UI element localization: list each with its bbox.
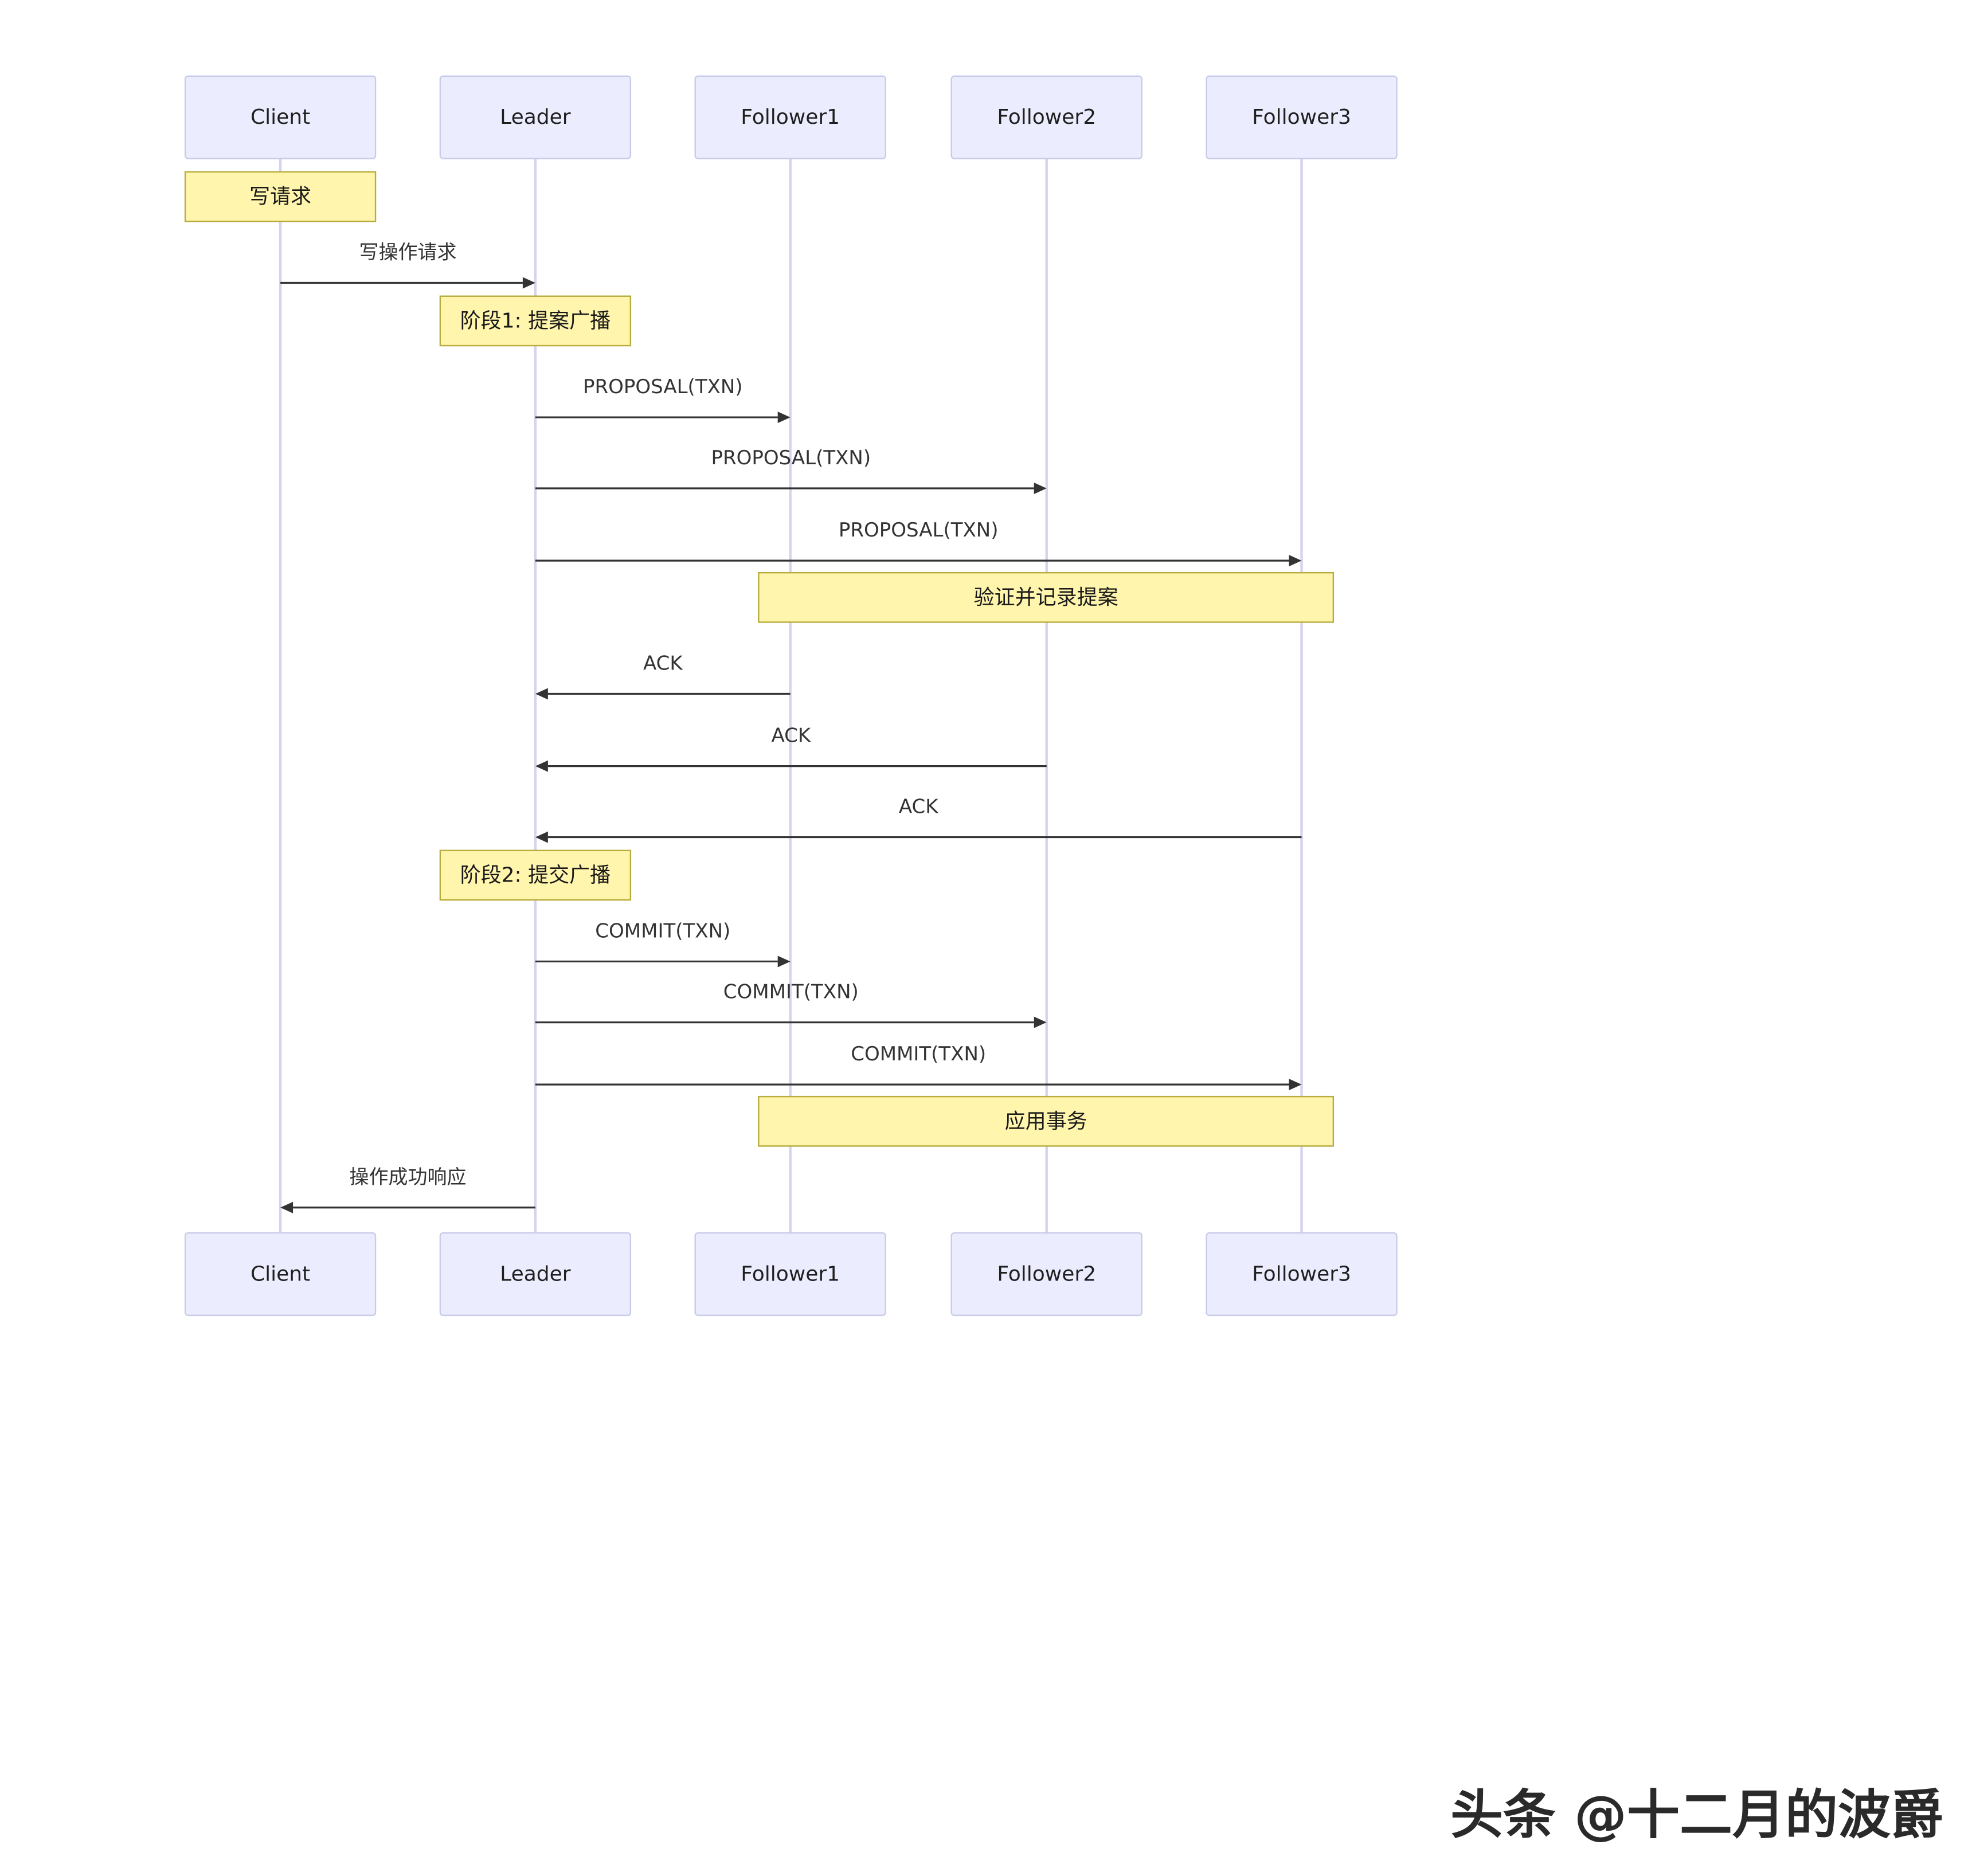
message: PROPOSAL(TXN) (535, 447, 1047, 495)
actor-label: Leader (500, 105, 571, 129)
arrow-head (777, 412, 791, 424)
actor-follower3-top: Follower3 (1206, 75, 1398, 159)
actor-follower1-top: Follower1 (694, 75, 886, 159)
actor-label: Follower3 (1252, 105, 1351, 129)
arrow-head (535, 831, 548, 843)
arrow-head (1034, 1016, 1047, 1028)
message-label: 写操作请求 (359, 241, 456, 264)
arrow-head (1034, 483, 1047, 495)
actor-label: Client (251, 105, 310, 129)
watermark: 头条 @十二月的波爵 (1450, 1784, 1943, 1846)
actor-label: Follower1 (741, 105, 840, 129)
arrow-head (535, 760, 548, 772)
actor-follower2-bottom: Follower2 (950, 1232, 1142, 1317)
message-label: COMMIT(TXN) (851, 1043, 986, 1066)
message: PROPOSAL(TXN) (535, 375, 791, 424)
message-label: PROPOSAL(TXN) (839, 519, 999, 542)
message: ACK (535, 724, 1047, 772)
note-label: 应用事务 (1005, 1110, 1087, 1133)
note-box (439, 849, 632, 901)
message: PROPOSAL(TXN) (535, 519, 1302, 567)
message-label: PROPOSAL(TXN) (583, 375, 743, 398)
note-label: 写请求 (249, 185, 311, 209)
arrow-head (280, 1201, 294, 1213)
actor-label: Follower1 (741, 1262, 840, 1286)
note: 阶段1: 提案广播 (439, 295, 632, 347)
arrow-head (522, 277, 535, 289)
note: 阶段2: 提交广播 (439, 849, 632, 901)
note: 应用事务 (758, 1095, 1335, 1147)
actor-follower1-bottom: Follower1 (694, 1232, 886, 1317)
message: ACK (535, 652, 791, 700)
actor-label: Follower2 (997, 1262, 1096, 1286)
actor-box (694, 1232, 886, 1317)
message: COMMIT(TXN) (535, 1043, 1302, 1091)
actor-box (1206, 75, 1398, 159)
actor-client-top: Client (184, 75, 377, 159)
note-label: 阶段2: 提交广播 (460, 863, 611, 887)
note-label: 验证并记录提案 (974, 586, 1118, 609)
message: COMMIT(TXN) (535, 919, 791, 968)
note-box (184, 171, 377, 222)
message-label: PROPOSAL(TXN) (711, 447, 871, 469)
actors-top: Client Leader Follower1 Follower2 Follower3 (184, 75, 1398, 159)
message-label: ACK (643, 652, 683, 675)
message: 操作成功响应 (280, 1166, 535, 1213)
actor-follower2-top: Follower2 (950, 75, 1142, 159)
note-box (758, 571, 1335, 623)
actor-label: Follower3 (1252, 1262, 1351, 1286)
actor-box (439, 75, 632, 159)
message-label: COMMIT(TXN) (595, 919, 730, 942)
message-label: ACK (771, 724, 811, 747)
message-label: COMMIT(TXN) (723, 981, 859, 1004)
actor-follower3-bottom: Follower3 (1206, 1232, 1398, 1317)
arrow-head (535, 688, 548, 700)
actor-leader-bottom: Leader (439, 1232, 632, 1317)
note-box (758, 1095, 1335, 1147)
note: 写请求 (184, 171, 377, 222)
note: 验证并记录提案 (758, 571, 1335, 623)
actor-box (694, 75, 886, 159)
note-label: 阶段1: 提案广播 (460, 309, 611, 332)
actor-client-bottom: Client (184, 1232, 377, 1317)
message-label: ACK (899, 796, 939, 818)
arrow-head (1289, 555, 1302, 567)
actor-label: Leader (500, 1262, 571, 1286)
actors-bottom: Client Leader Follower1 Follower2 Follower3 (184, 1232, 1398, 1317)
actor-label: Follower2 (997, 105, 1096, 129)
actor-box (439, 1232, 632, 1317)
actor-leader-top: Leader (439, 75, 632, 159)
arrow-head (777, 955, 791, 968)
actor-box (950, 75, 1142, 159)
message-label: 操作成功响应 (349, 1166, 466, 1189)
message: ACK (535, 796, 1302, 843)
actor-label: Client (251, 1262, 310, 1286)
actor-box (184, 75, 377, 159)
actor-box (184, 1232, 377, 1317)
actor-box (950, 1232, 1142, 1317)
arrow-head (1289, 1079, 1302, 1091)
actor-box (1206, 1232, 1398, 1317)
message: COMMIT(TXN) (535, 981, 1047, 1028)
message: 写操作请求 (280, 241, 535, 289)
note-box (439, 295, 632, 347)
